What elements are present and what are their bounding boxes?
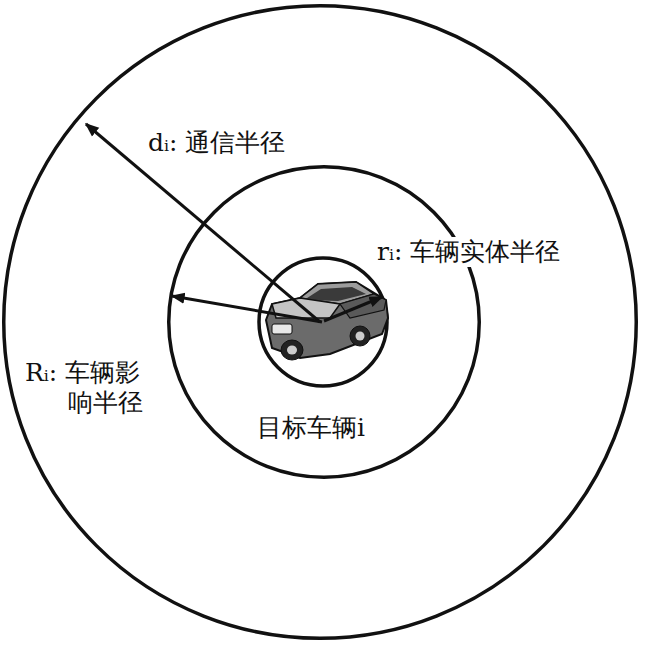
circle-outline-ring: [4, 6, 637, 639]
communication-radius-arrow: [86, 124, 320, 322]
vehicle-body-circle: [259, 258, 387, 386]
radius-label: dᵢ: 通信半径: [148, 128, 285, 158]
radius-label: rᵢ: 车辆实体半径: [377, 237, 560, 267]
radius-arrows: [86, 124, 382, 322]
radius-label: Rᵢ: 车辆影响半径: [25, 358, 154, 418]
influence-range-circle: rᵢ: 车辆实体半径目标车辆i: [167, 165, 481, 479]
body-radius-arrow: [324, 297, 382, 321]
circle-outline: [2, 4, 638, 640]
radius-label: 目标车辆i: [257, 413, 365, 443]
communication-range-circle: dᵢ: 通信半径Rᵢ: 车辆影响半径rᵢ: 车辆实体半径目标车辆i: [2, 4, 638, 640]
influence-radius-arrow: [172, 296, 322, 322]
circle-outline-ring: [169, 167, 480, 478]
